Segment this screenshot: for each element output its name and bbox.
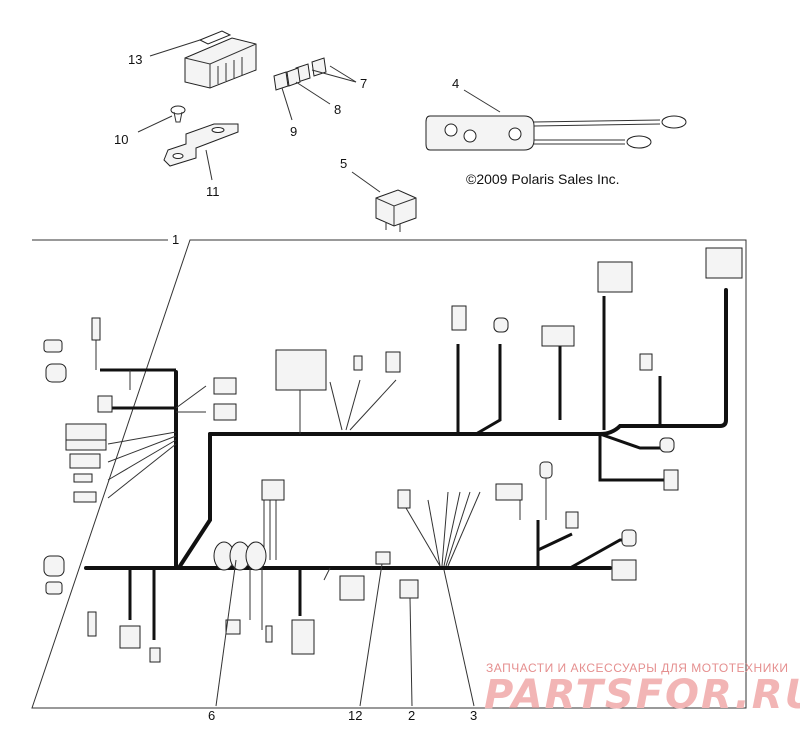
part-13-fuse-box[interactable]: [184, 30, 257, 89]
leader-3: [443, 569, 475, 707]
part-7-fuse[interactable]: [295, 57, 327, 83]
callout-7: 7: [360, 76, 367, 91]
callout-10: 10: [114, 132, 128, 147]
part-9-fuse[interactable]: [273, 71, 289, 91]
callout-8: 8: [334, 102, 341, 117]
callout-11: 11: [206, 184, 220, 199]
leader-6: [215, 559, 237, 707]
harness-frame: [31, 239, 747, 709]
callout-4: 4: [452, 76, 459, 91]
callout-1: 1: [172, 232, 179, 247]
part-4-battery-cable[interactable]: [425, 115, 687, 151]
part-10-screw[interactable]: [170, 105, 186, 123]
callout-6: 6: [208, 708, 215, 723]
watermark-tagline: ЗАПЧАСТИ И АКСЕССУАРЫ ДЛЯ МОТОТЕХНИКИ: [486, 661, 788, 675]
callout-5: 5: [340, 156, 347, 171]
harness-thin-wires: [95, 340, 547, 630]
callout-13: 13: [128, 52, 142, 67]
connectors: [43, 247, 743, 663]
watermark-brand: PARTSFOR.RU: [484, 672, 800, 718]
part-5-relay[interactable]: [375, 189, 417, 232]
callout-2: 2: [408, 708, 415, 723]
part-8-fuse[interactable]: [286, 67, 301, 87]
copyright-text: ©2009 Polaris Sales Inc.: [466, 171, 620, 187]
callout-12: 12: [348, 708, 362, 723]
leader-2: [409, 597, 413, 707]
leader-13: [149, 39, 201, 57]
leader-12: [359, 563, 383, 707]
part-11-bracket[interactable]: [163, 123, 239, 167]
harness-trunk: [84, 288, 728, 640]
callout-9: 9: [290, 124, 297, 139]
callout-3: 3: [470, 708, 477, 723]
